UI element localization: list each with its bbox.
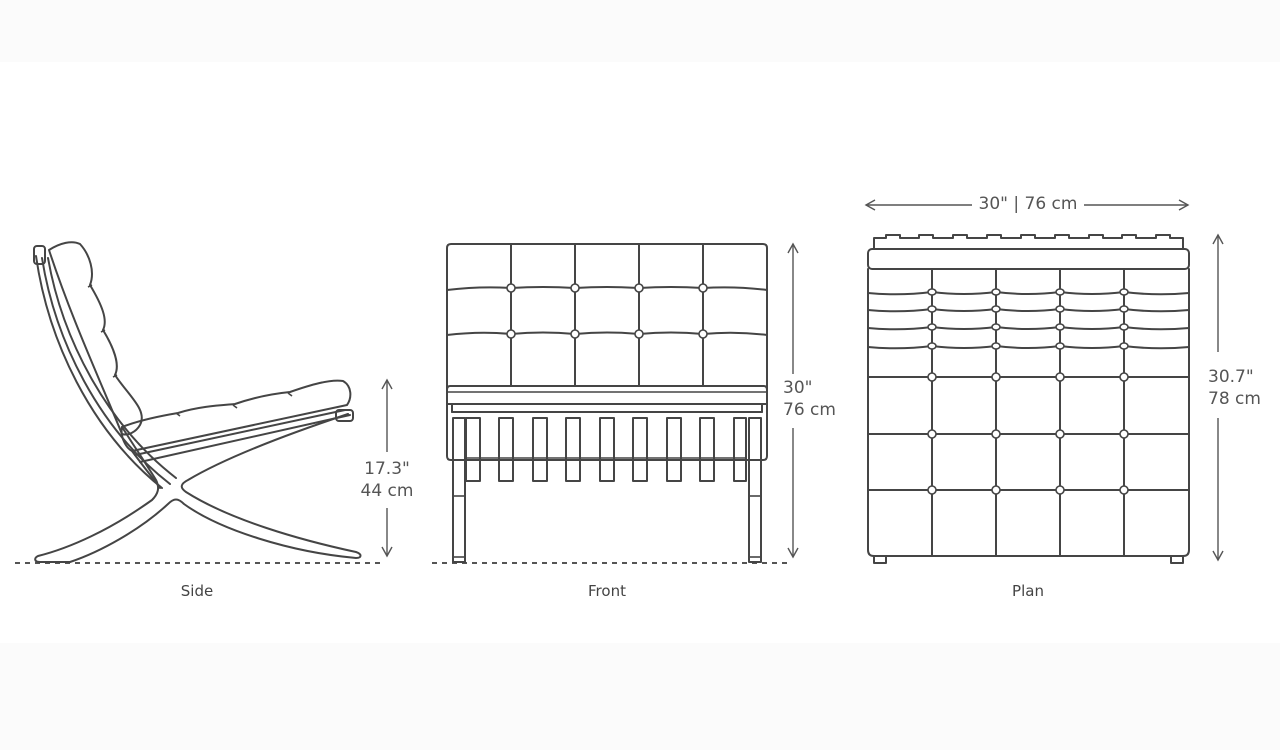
front-height-text: 30" 76 cm [783, 377, 841, 421]
plan-view-chair [867, 234, 1190, 564]
front-height-imperial: 30" [783, 378, 813, 398]
bottom-background-band [0, 643, 1280, 750]
plan-depth-text: 30.7" 78 cm [1208, 366, 1270, 410]
front-view-chair [432, 243, 790, 564]
front-height-metric: 76 cm [783, 400, 836, 420]
plan-view-label: Plan [1012, 582, 1044, 600]
side-height-text: 17.3" 44 cm [358, 458, 416, 502]
side-height-imperial: 17.3" [364, 459, 410, 479]
plan-depth-imperial: 30.7" [1208, 367, 1254, 387]
side-height-metric: 44 cm [360, 481, 414, 501]
side-view-label: Side [180, 582, 214, 600]
front-view-label: Front [588, 582, 626, 600]
front-straps [465, 417, 747, 482]
top-background-band [0, 0, 1280, 62]
plan-depth-metric: 78 cm [1208, 389, 1261, 409]
side-view-chair [15, 241, 380, 564]
plan-width-text: 30" | 76 cm [976, 193, 1080, 215]
plan-buttons [927, 288, 1129, 495]
